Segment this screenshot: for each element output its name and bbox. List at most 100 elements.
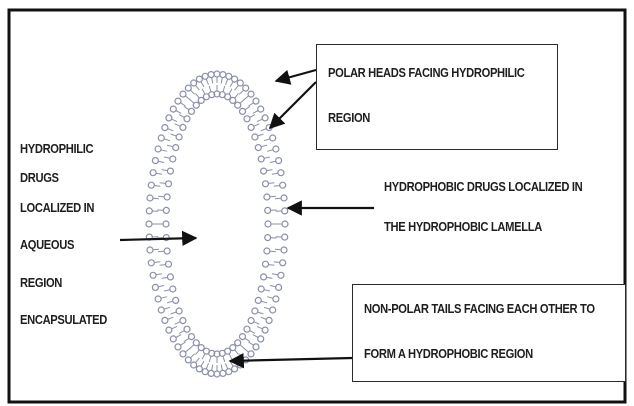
lipid-head bbox=[240, 334, 246, 340]
lipid-tail bbox=[258, 312, 264, 314]
lipid-head bbox=[150, 272, 156, 278]
left-label-line-1: HYDROPHILIC bbox=[20, 142, 93, 155]
lipid-tail bbox=[254, 322, 260, 324]
lipid-tail bbox=[209, 356, 211, 362]
lipid-tail bbox=[179, 331, 184, 334]
lipid-tail bbox=[264, 139, 270, 141]
lipid-tail bbox=[181, 103, 186, 106]
lipid-head bbox=[170, 156, 176, 162]
lipid-tail bbox=[235, 85, 239, 90]
lipid-tail bbox=[161, 297, 167, 299]
lipid-head bbox=[208, 72, 214, 78]
lipid-tail bbox=[269, 183, 275, 184]
lipid-tail bbox=[176, 111, 181, 114]
lipid-head bbox=[150, 170, 156, 176]
hydrophobic-drugs-label-line-2: THE HYDROPHOBIC LAMELLA bbox=[384, 220, 542, 233]
lipid-tail bbox=[184, 106, 189, 109]
lipid-head bbox=[273, 146, 279, 152]
nonpolar-tails-label-line-1: NON-POLAR TAILS FACING EACH OTHER TO bbox=[364, 302, 595, 315]
lipid-tail bbox=[248, 342, 253, 345]
lipid-head bbox=[248, 351, 254, 357]
lipid-head bbox=[180, 318, 186, 324]
lipid-tail bbox=[267, 170, 273, 171]
lipid-head bbox=[280, 260, 286, 266]
lipid-tail bbox=[264, 157, 270, 158]
lipid-tail bbox=[162, 170, 168, 171]
lipid-head bbox=[167, 274, 173, 280]
lipid-head bbox=[146, 221, 152, 227]
lipid-tail bbox=[270, 196, 276, 197]
lipid-head bbox=[162, 125, 168, 131]
lipid-tail bbox=[248, 103, 253, 106]
lipid-head bbox=[202, 73, 208, 79]
lipid-head bbox=[158, 135, 164, 141]
lipid-tail bbox=[201, 82, 204, 87]
lipid-head bbox=[240, 108, 246, 114]
lipid-head bbox=[189, 334, 195, 340]
lipid-tail bbox=[264, 307, 270, 309]
lipid-head bbox=[258, 156, 264, 162]
lipid-head bbox=[167, 168, 173, 174]
lipid-head bbox=[273, 296, 279, 302]
lipid-head bbox=[175, 344, 181, 350]
lipid-head bbox=[237, 80, 243, 86]
lipid-head bbox=[146, 208, 152, 214]
lipid-head bbox=[261, 274, 267, 280]
lipid-tail bbox=[164, 307, 170, 309]
lipid-tail bbox=[160, 265, 166, 266]
lipid-tail bbox=[153, 198, 159, 199]
lipid-head bbox=[237, 362, 243, 368]
lipid-head bbox=[281, 247, 287, 253]
lipid-tail bbox=[158, 196, 164, 197]
lipid-tail bbox=[181, 342, 186, 345]
lipid-tail bbox=[270, 161, 276, 162]
lipid-head bbox=[176, 308, 182, 314]
left-label-line-5: REGION bbox=[20, 276, 62, 289]
lipid-tail bbox=[221, 78, 222, 84]
liposome-bilayer bbox=[146, 71, 288, 377]
lipid-head bbox=[220, 370, 226, 376]
polar-heads-box bbox=[316, 44, 558, 150]
lipid-tail bbox=[184, 338, 189, 341]
lipid-tail bbox=[235, 350, 239, 355]
left-label-line-6: ENCAPSULATED bbox=[20, 313, 107, 326]
lipid-head bbox=[166, 181, 172, 187]
lipid-tail bbox=[261, 145, 267, 147]
lipid-head bbox=[253, 98, 259, 104]
left-label-line-3: LOCALIZED IN bbox=[20, 201, 94, 214]
lipid-tail bbox=[257, 326, 263, 328]
lipid-tail bbox=[212, 365, 213, 371]
lipid-tail bbox=[244, 96, 249, 100]
lipid-tail bbox=[274, 186, 280, 187]
lipid-head bbox=[191, 80, 197, 86]
lipid-head bbox=[244, 326, 250, 332]
polar-heads-label-line-2: REGION bbox=[328, 111, 370, 124]
lipid-head bbox=[193, 340, 199, 346]
lipid-tail bbox=[240, 99, 245, 103]
lipid-tail bbox=[270, 251, 276, 252]
lipid-tail bbox=[190, 354, 194, 358]
lipid-tail bbox=[275, 198, 281, 199]
lipid-tail bbox=[206, 79, 208, 85]
lipid-head bbox=[282, 208, 288, 214]
lipid-tail bbox=[253, 335, 258, 338]
lipid-head bbox=[282, 234, 288, 240]
lipid-tail bbox=[253, 111, 258, 114]
lipid-tail bbox=[167, 145, 173, 147]
lipid-head bbox=[184, 116, 190, 122]
arrow-aqueous-core bbox=[120, 238, 196, 240]
lipid-tail bbox=[229, 354, 232, 359]
lipid-head bbox=[175, 98, 181, 104]
hydrophobic-drugs-label-line-1: HYDROPHOBIC DRUGS LOCALIZED IN bbox=[384, 180, 582, 193]
lipid-head bbox=[276, 158, 282, 164]
lipid-tail bbox=[160, 183, 166, 184]
lipid-tail bbox=[175, 124, 181, 126]
lipid-head bbox=[147, 195, 153, 201]
lipid-tail bbox=[226, 363, 228, 369]
lipid-tail bbox=[245, 106, 250, 109]
lipid-head bbox=[163, 221, 169, 227]
lipid-tail bbox=[164, 290, 170, 291]
lipid-tail bbox=[270, 286, 276, 287]
lipid-head bbox=[220, 72, 226, 78]
lipid-tail bbox=[230, 82, 233, 87]
